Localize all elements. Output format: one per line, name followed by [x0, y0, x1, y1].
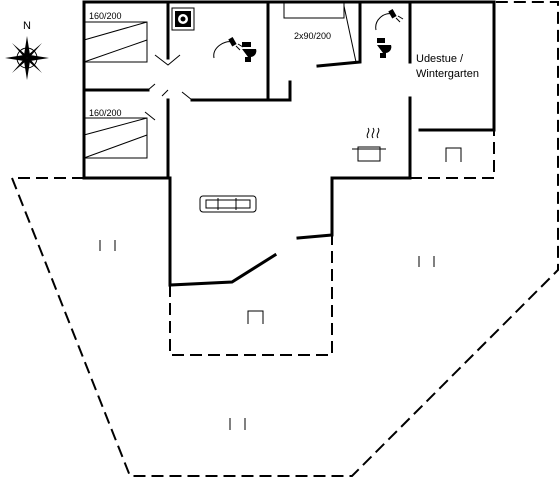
bed-label-bedroom-3: 2x90/200	[294, 31, 331, 41]
toilet-icon	[377, 38, 392, 58]
bed-label-bedroom-2: 160/200	[89, 108, 122, 118]
garden-chair-icon	[229, 418, 246, 430]
shower-icon	[213, 37, 244, 59]
garden-chair-icon	[445, 147, 462, 162]
door-swings	[144, 54, 193, 121]
stove-pot-icon	[352, 127, 386, 162]
interior-walls	[82, 0, 412, 180]
shower-icon	[375, 9, 404, 31]
garden-chair-icon	[99, 240, 116, 251]
terrace-outline	[10, 1, 559, 477]
bed-label-bedroom-1: 160/200	[89, 11, 122, 21]
bed-2	[83, 117, 148, 159]
conservatory-label-line2: Wintergarten	[416, 68, 479, 80]
garden-chair-icon	[418, 256, 435, 267]
garden-chair-icon	[247, 310, 264, 324]
bed-1	[83, 21, 148, 63]
conservatory-label-line1: Udestue /	[416, 53, 464, 65]
toilet-icon	[242, 42, 257, 62]
compass-rose-icon: N	[5, 20, 49, 80]
washing-machine-icon	[171, 7, 195, 31]
exterior-walls	[82, 0, 496, 287]
sofa-icon	[199, 195, 257, 213]
compass-north-label: N	[23, 20, 31, 32]
